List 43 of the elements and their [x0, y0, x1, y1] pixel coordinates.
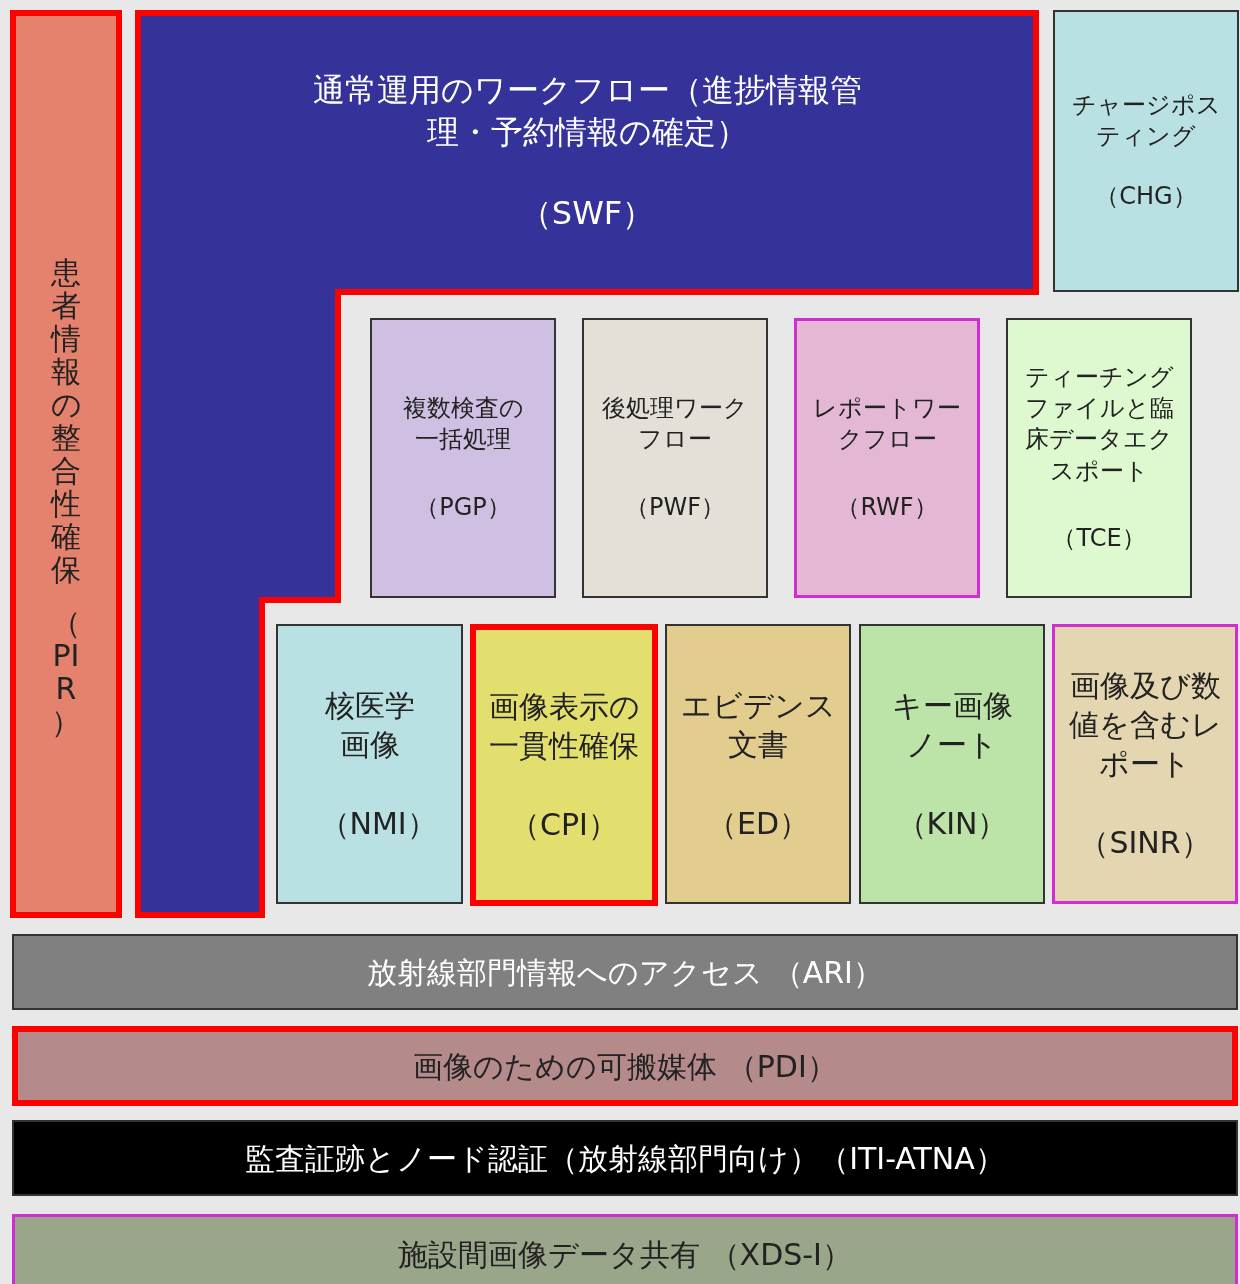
profile-code: （CPI） [510, 805, 618, 844]
profile-bar [12, 934, 1238, 1010]
profile-name: 患者情報の整合性確保 [49, 256, 83, 586]
profile-name: レポートワークフロー [812, 393, 962, 456]
profile-code: （PWF） [625, 491, 725, 523]
profile-name: エビデンス文書 [679, 686, 837, 764]
profile-name: 通常運用のワークフロー（進捗情報管理・予約情報の確定） [311, 70, 863, 153]
profile-code: （RWF） [836, 491, 938, 523]
profile-code: （SINR） [1079, 824, 1211, 862]
profile-code: （PIR） [50, 606, 82, 738]
profile-box [1006, 318, 1192, 598]
profile-name: 複数検査の一括処理 [401, 393, 525, 456]
profile-name: ティーチングファイルと臨床データエクスポート [1024, 362, 1174, 487]
profile-code: （NMI） [319, 804, 420, 843]
profile-code: （ED） [706, 804, 810, 843]
profile-name: 画像のための可搬媒体 （PDI） [413, 1047, 837, 1086]
profile-bar [12, 1026, 1238, 1106]
profile-box [470, 624, 658, 906]
profile-box [859, 624, 1045, 904]
profile-bar [12, 1120, 1238, 1196]
profile-box [370, 318, 556, 598]
profile-code: （PGP） [415, 491, 511, 523]
profile-name: 施設間画像データ共有 （XDS-I） [398, 1235, 852, 1274]
profile-band [10, 10, 122, 918]
profile-box [582, 318, 768, 598]
profile-name: チャージポスティング [1071, 90, 1221, 153]
profile-box [1052, 624, 1238, 904]
profile-name: 核医学画像 [323, 686, 416, 764]
profile-code: （KIN） [896, 804, 1008, 843]
profile-code: （TCE） [1052, 522, 1146, 554]
profile-bar [12, 1214, 1238, 1284]
profile-box [665, 624, 851, 904]
profile-box [276, 624, 463, 904]
profile-name: 監査証跡とノード認証（放射線部門向け）（ITI-ATNA） [245, 1139, 1005, 1178]
profile-code: （SWF） [519, 193, 655, 235]
profile-box [794, 318, 980, 598]
profile-code: （CHG） [1095, 180, 1197, 212]
profile-box [1053, 10, 1239, 292]
profile-name: 画像表示の一貫性確保 [487, 687, 641, 765]
profile-name: 放射線部門情報へのアクセス （ARI） [367, 953, 883, 992]
profile-name: 後処理ワークフロー [601, 393, 749, 456]
profile-name: 画像及び数値を含むレポート [1067, 667, 1223, 783]
profile-name: キー画像ノート [890, 686, 1014, 764]
